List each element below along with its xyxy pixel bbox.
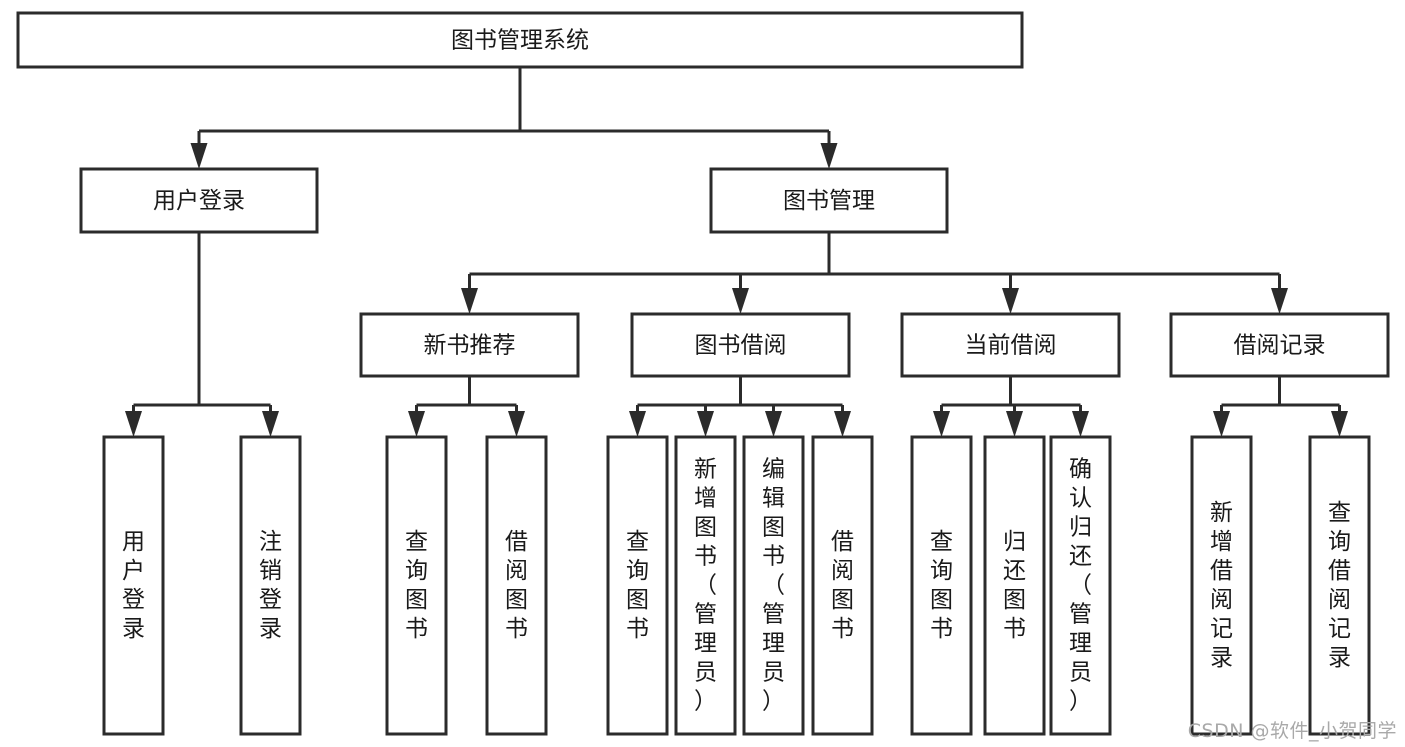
node-box-leaf-return-book[interactable] xyxy=(983,435,1046,736)
nodes-layer: 图书管理系统用户登录图书管理新书推荐图书借阅当前借阅借阅记录用户登录注销登录查询… xyxy=(16,11,1390,736)
node-leaf-query-book-1[interactable]: 查询图书 xyxy=(385,435,448,736)
node-leaf-return-book[interactable]: 归还图书 xyxy=(983,435,1046,736)
node-label-newbook: 新书推荐 xyxy=(424,333,516,359)
node-box-newbook[interactable] xyxy=(359,312,580,378)
arrow-head-icon xyxy=(697,411,714,437)
arrow-head-icon xyxy=(190,143,208,169)
node-box-bookmgmt[interactable] xyxy=(709,167,949,234)
node-box-leaf-query-record[interactable] xyxy=(1308,435,1371,736)
node-label-leaf-query-book-3: 查询图书 xyxy=(930,529,953,642)
node-box-records[interactable] xyxy=(1169,312,1390,378)
node-label-leaf-user-login: 用户登录 xyxy=(122,529,145,642)
node-label-leaf-edit-book: 编辑图书（管理员） xyxy=(762,456,785,714)
node-leaf-query-record[interactable]: 查询借阅记录 xyxy=(1308,435,1371,736)
node-leaf-edit-book[interactable]: 编辑图书（管理员） xyxy=(742,435,805,736)
node-box-leaf-borrow-book-1[interactable] xyxy=(485,435,548,736)
node-box-leaf-user-login[interactable] xyxy=(102,435,165,736)
connector-group-newbook xyxy=(408,376,525,437)
arrow-head-icon xyxy=(508,411,525,437)
arrow-head-icon xyxy=(125,411,142,437)
node-leaf-add-record[interactable]: 新增借阅记录 xyxy=(1190,435,1253,736)
arrow-head-icon xyxy=(408,411,425,437)
node-leaf-confirm-return[interactable]: 确认归还（管理员） xyxy=(1049,435,1112,736)
node-leaf-borrow-book-2[interactable]: 借阅图书 xyxy=(811,435,874,736)
node-current[interactable]: 当前借阅 xyxy=(900,312,1121,378)
arrow-head-icon xyxy=(1271,288,1288,314)
node-label-login: 用户登录 xyxy=(153,188,245,214)
connector-group-current xyxy=(933,376,1089,437)
node-leaf-borrow-book-1[interactable]: 借阅图书 xyxy=(485,435,548,736)
node-box-leaf-add-book[interactable] xyxy=(674,435,737,736)
connector-group-login xyxy=(125,232,279,437)
arrow-head-icon xyxy=(1072,411,1089,437)
node-leaf-user-login[interactable]: 用户登录 xyxy=(102,435,165,736)
node-label-leaf-add-book: 新增图书（管理员） xyxy=(694,456,717,714)
arrow-head-icon xyxy=(1213,411,1230,437)
connector-group-borrow xyxy=(629,376,851,437)
node-label-current: 当前借阅 xyxy=(965,333,1057,359)
node-box-leaf-query-book-3[interactable] xyxy=(910,435,973,736)
node-label-root: 图书管理系统 xyxy=(451,28,589,54)
connector-group-records xyxy=(1213,376,1348,437)
node-leaf-add-book[interactable]: 新增图书（管理员） xyxy=(674,435,737,736)
node-box-leaf-query-book-1[interactable] xyxy=(385,435,448,736)
node-box-login[interactable] xyxy=(79,167,319,234)
arrow-head-icon xyxy=(461,288,478,314)
node-box-leaf-query-book-2[interactable] xyxy=(606,435,669,736)
watermark-text: CSDN @软件_小贺同学 xyxy=(1187,720,1397,742)
node-label-leaf-borrow-book-1: 借阅图书 xyxy=(505,529,528,642)
node-box-leaf-confirm-return[interactable] xyxy=(1049,435,1112,736)
arrow-head-icon xyxy=(1006,411,1023,437)
arrow-head-icon xyxy=(1002,288,1019,314)
node-label-borrow: 图书借阅 xyxy=(695,333,787,359)
arrow-head-icon xyxy=(629,411,646,437)
arrow-head-icon xyxy=(820,143,838,169)
arrow-head-icon xyxy=(1331,411,1348,437)
connectors-layer xyxy=(125,67,1348,437)
node-box-leaf-add-record[interactable] xyxy=(1190,435,1253,736)
node-label-leaf-logout: 注销登录 xyxy=(259,529,282,642)
arrow-head-icon xyxy=(834,411,851,437)
node-leaf-query-book-3[interactable]: 查询图书 xyxy=(910,435,973,736)
node-leaf-query-book-2[interactable]: 查询图书 xyxy=(606,435,669,736)
node-box-root[interactable] xyxy=(16,11,1024,69)
connector-group-bookmgmt xyxy=(461,232,1288,314)
node-box-current[interactable] xyxy=(900,312,1121,378)
node-root[interactable]: 图书管理系统 xyxy=(16,11,1024,69)
node-newbook[interactable]: 新书推荐 xyxy=(359,312,580,378)
node-records[interactable]: 借阅记录 xyxy=(1169,312,1390,378)
node-label-bookmgmt: 图书管理 xyxy=(783,188,875,214)
node-label-leaf-query-record: 查询借阅记录 xyxy=(1328,500,1351,671)
node-bookmgmt[interactable]: 图书管理 xyxy=(709,167,949,234)
node-label-leaf-query-book-1: 查询图书 xyxy=(405,529,428,642)
node-label-leaf-return-book: 归还图书 xyxy=(1003,529,1026,642)
node-label-records: 借阅记录 xyxy=(1234,333,1326,359)
node-borrow[interactable]: 图书借阅 xyxy=(630,312,851,378)
arrow-head-icon xyxy=(765,411,782,437)
arrow-head-icon xyxy=(262,411,279,437)
node-label-leaf-query-book-2: 查询图书 xyxy=(626,529,649,642)
node-label-leaf-borrow-book-2: 借阅图书 xyxy=(831,529,854,642)
node-box-leaf-edit-book[interactable] xyxy=(742,435,805,736)
node-box-borrow[interactable] xyxy=(630,312,851,378)
node-label-leaf-add-record: 新增借阅记录 xyxy=(1210,500,1233,671)
connector-group-root xyxy=(190,67,838,169)
node-box-leaf-borrow-book-2[interactable] xyxy=(811,435,874,736)
node-login[interactable]: 用户登录 xyxy=(79,167,319,234)
arrow-head-icon xyxy=(732,288,749,314)
node-box-leaf-logout[interactable] xyxy=(239,435,302,736)
node-label-leaf-confirm-return: 确认归还（管理员） xyxy=(1069,456,1092,714)
arrow-head-icon xyxy=(933,411,950,437)
node-leaf-logout[interactable]: 注销登录 xyxy=(239,435,302,736)
